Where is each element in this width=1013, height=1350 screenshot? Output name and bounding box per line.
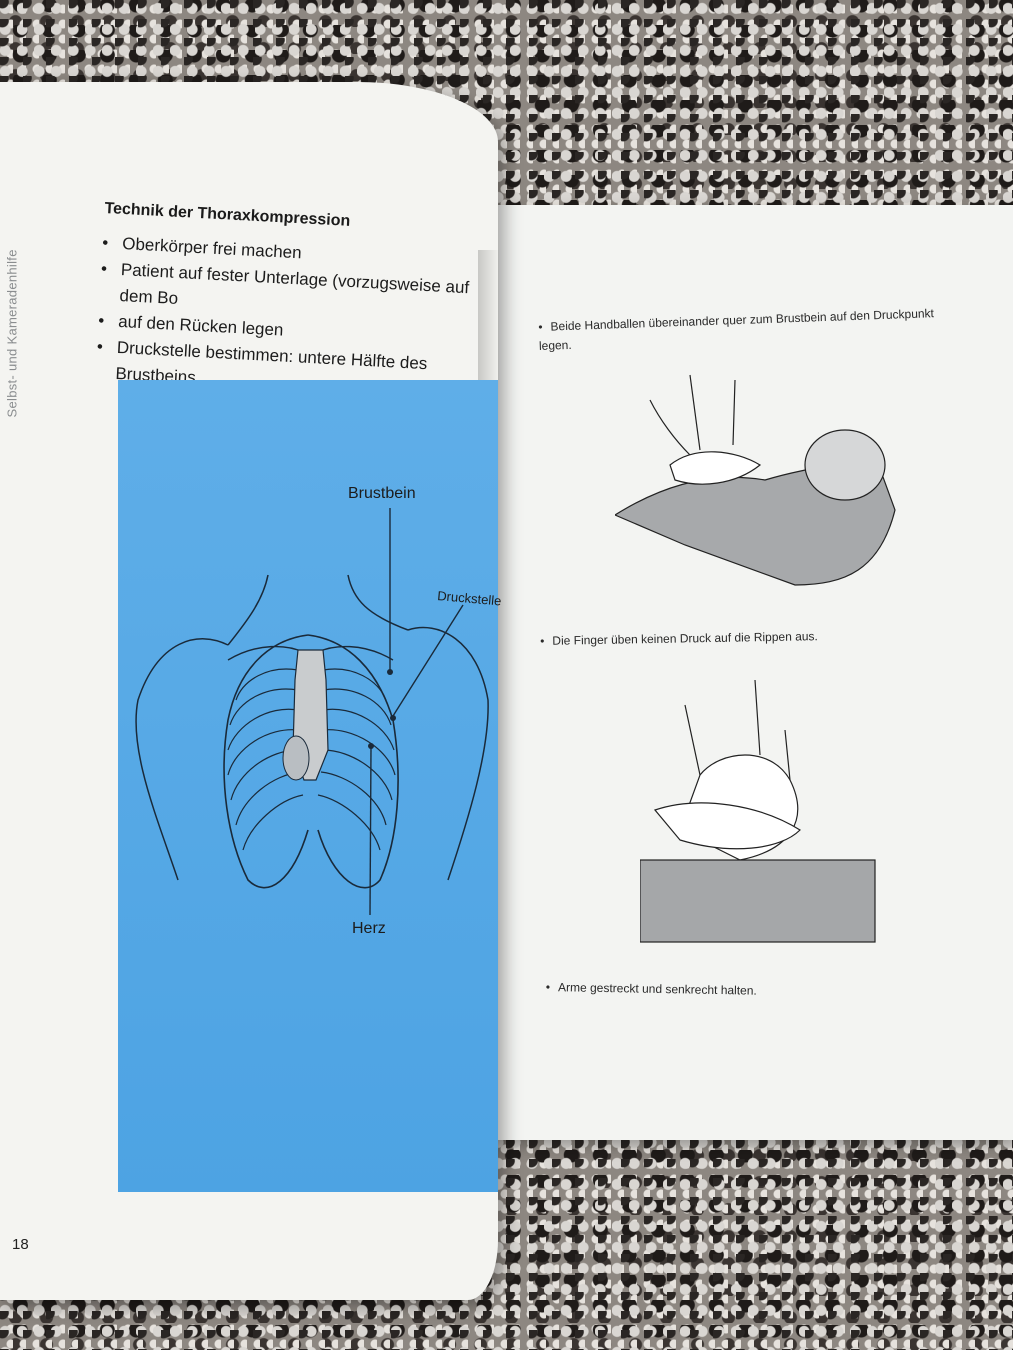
right-page [486, 205, 1013, 1140]
label-herz: Herz [352, 920, 386, 937]
illustration-interlocked-hands [640, 680, 876, 943]
side-title: Selbst- und Kameradenhilfe [4, 249, 20, 418]
illustration-hands-on-chest [615, 374, 896, 586]
caption-text: Arme gestreckt und senkrecht halten. [557, 980, 757, 998]
heart-shape [282, 735, 310, 781]
label-brustbein: Brustbein [348, 485, 416, 502]
page-number: 18 [12, 1236, 29, 1253]
chest-diagram-background [118, 380, 498, 1192]
ribcage-illustration [135, 508, 489, 916]
caption-text: Die Finger üben keinen Druck auf die Rip… [552, 629, 818, 648]
